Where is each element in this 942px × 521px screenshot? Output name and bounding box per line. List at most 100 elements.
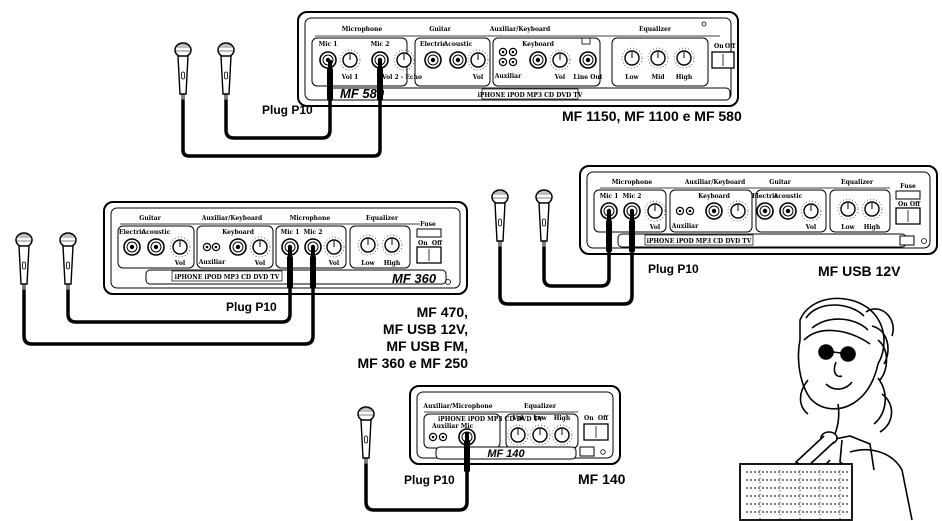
aux-rca-icon[interactable] xyxy=(685,206,695,216)
input-strip-label: iPHONE iPOD MP3 CD DVD TV xyxy=(438,416,543,423)
mic-cable xyxy=(224,100,332,140)
mic-cable xyxy=(542,247,611,288)
input-strip-label: iPHONE iPOD MP3 CD DVD TV xyxy=(478,92,583,99)
section-label: Auxiliar/Microphone xyxy=(422,403,492,410)
keyboard-jack-icon[interactable] xyxy=(705,202,723,220)
switch-label: Off xyxy=(598,415,609,422)
jack-label: Mic xyxy=(461,423,474,430)
model-caption: MF 140 xyxy=(578,471,626,487)
section-label: Equalizer xyxy=(639,26,672,33)
lineout-jack-icon[interactable] xyxy=(579,51,597,69)
keyboard-jack-icon[interactable] xyxy=(529,51,547,69)
switch-label: On xyxy=(714,43,724,50)
aux-rca-icon[interactable] xyxy=(428,432,438,442)
aux-rca-icon[interactable] xyxy=(508,57,518,67)
singer-illustration xyxy=(739,297,913,521)
knob-label: Vol xyxy=(649,224,661,231)
mic-cable xyxy=(498,247,634,306)
acoustic-jack-icon[interactable] xyxy=(147,238,165,256)
knob-label: Low xyxy=(361,260,375,267)
knob-label: High xyxy=(864,224,881,231)
amp-mf-usb-12v: Microphone Auxiliar/Keyboard Guitar Equa… xyxy=(579,165,938,255)
jack-label: Mic 1 xyxy=(281,229,300,236)
acoustic-jack-icon[interactable] xyxy=(779,202,797,220)
section-label: Guitar xyxy=(139,215,161,222)
fuse-holder[interactable] xyxy=(416,228,442,238)
model-caption-line: MF 470, xyxy=(417,304,468,320)
knob-label: Vol xyxy=(805,224,817,231)
input-strip-label: iPHONE iPOD MP3 CD DVD TV xyxy=(647,238,752,245)
lineout-icon xyxy=(581,37,591,45)
electric-jack-icon[interactable] xyxy=(424,51,442,69)
section-label: Equalizer xyxy=(524,403,557,410)
jack-label: Mic 2 xyxy=(304,229,323,236)
usb-port[interactable] xyxy=(579,446,595,457)
knob-label: Vol xyxy=(472,74,484,81)
fuse-label: Fuse xyxy=(900,183,916,190)
usb-port[interactable] xyxy=(899,235,915,246)
keyboard-jack-icon[interactable] xyxy=(229,238,247,256)
jack-label: Electric xyxy=(119,229,146,236)
microphone-icon xyxy=(535,189,553,248)
plug-label: Plug P10 xyxy=(226,300,277,314)
jack-label: Electric xyxy=(420,41,447,48)
aux-rca-icon[interactable] xyxy=(211,242,221,252)
knob-label: Vol xyxy=(512,415,524,422)
microphone-icon xyxy=(59,232,77,291)
model-caption-line: MF USB 12V, xyxy=(383,321,468,337)
aux-rca-icon[interactable] xyxy=(675,206,685,216)
amp-mf580: Microphone Guitar Auxiliar/Keyboard Equa… xyxy=(297,11,739,107)
aux-rca-icon[interactable] xyxy=(438,432,448,442)
mic-cable xyxy=(364,464,469,512)
switch-label: On xyxy=(898,201,908,208)
knob-label: Mid xyxy=(651,74,665,81)
microphone-icon xyxy=(174,42,192,101)
section-label: Auxiliar/Keyboard xyxy=(684,179,746,186)
acoustic-jack-icon[interactable] xyxy=(449,51,467,69)
jack-label: Acoustic xyxy=(773,193,803,200)
model-logo: MF 140 xyxy=(487,448,525,460)
plug-label: Plug P10 xyxy=(648,262,699,276)
fuse-label: Fuse xyxy=(420,221,436,228)
plug-label: Plug P10 xyxy=(262,103,313,117)
aux-rca-icon[interactable] xyxy=(508,47,518,57)
aux-rca-icon[interactable] xyxy=(498,47,508,57)
jack-label: Keyboard xyxy=(522,41,555,48)
knob-label: Vol xyxy=(554,74,566,81)
microphone-icon xyxy=(15,232,33,291)
section-label: Equalizer xyxy=(841,179,874,186)
knob-label: Low xyxy=(841,224,855,231)
knob-label: Vol xyxy=(254,260,266,267)
section-label: Guitar xyxy=(429,26,451,33)
jack-label: Electric xyxy=(752,193,779,200)
aux-rca-icon[interactable] xyxy=(498,57,508,67)
knob-label: Low xyxy=(625,74,639,81)
jack-label: Mic 1 xyxy=(600,193,619,200)
knob-label: High xyxy=(384,260,401,267)
aux-rca-icon[interactable] xyxy=(202,242,212,252)
model-caption: MF 1150, MF 1100 e MF 580 xyxy=(562,108,742,124)
knob-label: Vol xyxy=(174,260,186,267)
jack-label: Acoustic xyxy=(443,41,473,48)
section-label: Microphone xyxy=(290,215,331,222)
knob-label: High xyxy=(554,415,571,422)
jack-label: Keyboard xyxy=(698,193,731,200)
jack-label: Mic 1 xyxy=(319,41,338,48)
fuse-holder[interactable] xyxy=(895,190,921,200)
switch-label: On xyxy=(584,415,594,422)
knob-label: Vol 1 xyxy=(341,74,359,81)
knob-label: High xyxy=(676,74,693,81)
electric-jack-icon[interactable] xyxy=(123,238,141,256)
switch-label: On xyxy=(418,240,428,247)
section-label: Microphone xyxy=(612,179,653,186)
plug-label: Plug P10 xyxy=(404,473,455,487)
jack-label: Acoustic xyxy=(141,229,171,236)
model-caption: MF USB 12V xyxy=(818,263,901,279)
model-logo: MF 580 xyxy=(340,86,385,101)
section-label: Equalizer xyxy=(366,215,399,222)
amp-mf360: Guitar Auxiliar/Keyboard Microphone Equa… xyxy=(103,201,468,295)
microphone-icon xyxy=(491,189,509,248)
electric-jack-icon[interactable] xyxy=(756,202,774,220)
jack-label: Mic 2 xyxy=(623,193,642,200)
